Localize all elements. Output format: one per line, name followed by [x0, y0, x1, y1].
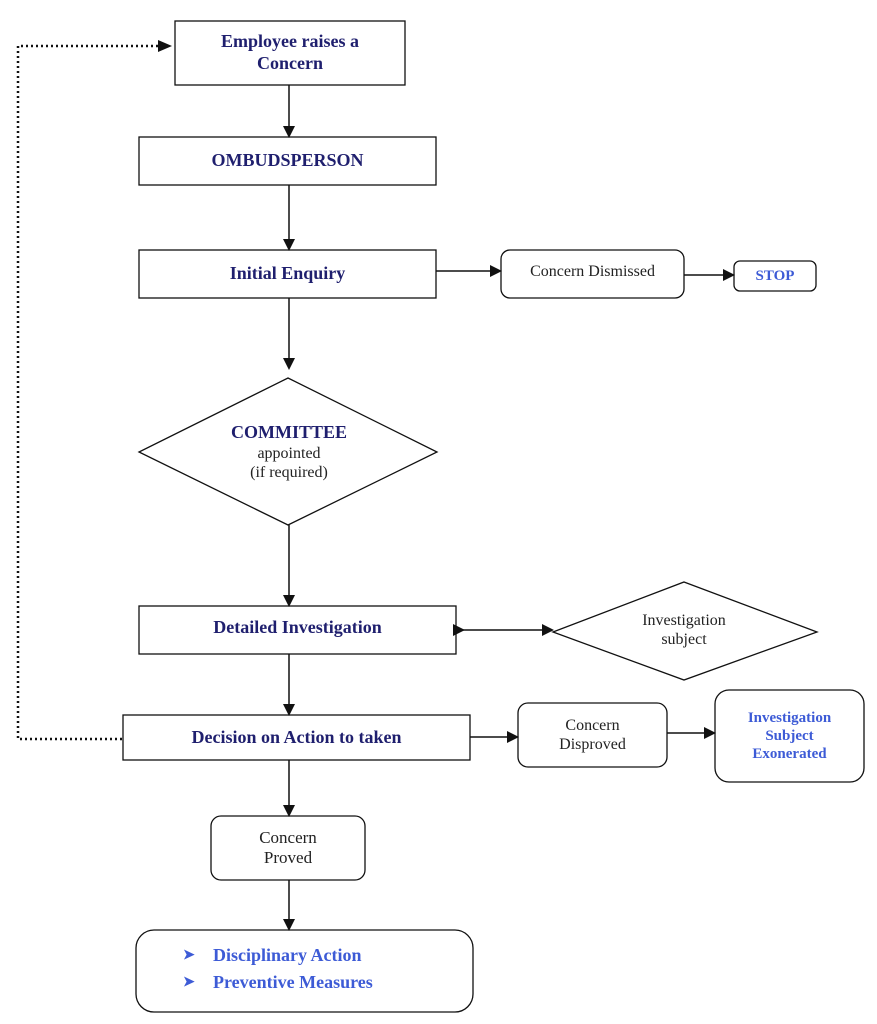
outcome-preventive-measures: Preventive Measures	[213, 972, 373, 992]
arrow-bullet-icon: ➤	[183, 948, 195, 963]
employee-label-line1: Employee raises a	[221, 31, 359, 52]
ombudsperson-label: OMBUDSPERSON	[211, 150, 364, 171]
decision-label: Decision on Action to taken	[191, 726, 402, 747]
outcome-item: ➤ Preventive Measures	[183, 969, 373, 996]
exonerated-label: Investigation Subject Exonerated	[715, 690, 864, 782]
exonerated-line1: Investigation	[747, 710, 832, 726]
outcomes-box	[135, 929, 474, 1013]
committee-label-line2: appointed	[257, 444, 321, 462]
investigation-subject-diamond	[551, 581, 819, 681]
exonerated-line2: Subject	[765, 728, 814, 744]
committee-diamond	[137, 377, 439, 526]
employee-label-line2: Concern	[257, 53, 323, 73]
dotted-feedback-loop	[16, 44, 168, 741]
concern-dismissed-label: Concern Dismissed	[530, 263, 655, 281]
concern-proved-line1: Concern	[259, 827, 317, 847]
concern-proved-label: Concern Proved	[211, 816, 365, 880]
committee-label-line1: COMMITTEE	[230, 422, 347, 443]
investigation-subject-line2: subject	[661, 631, 707, 648]
exonerated-line3: Exonerated	[752, 746, 827, 762]
ombudsperson-box	[138, 136, 437, 186]
initial-enquiry-label: Initial Enquiry	[229, 263, 346, 284]
detailed-investigation-label: Detailed Investigation	[213, 617, 382, 638]
decision-box	[122, 714, 471, 761]
concern-disproved-label: Concern Disproved	[518, 703, 667, 767]
outcome-disciplinary-action: Disciplinary Action	[213, 945, 362, 965]
committee-label-line3: (if required)	[250, 463, 328, 481]
investigation-subject-line1: Investigation	[642, 611, 726, 629]
employee-raises-concern-box	[174, 20, 406, 86]
outcomes-list: ➤ Disciplinary Action ➤ Preventive Measu…	[183, 942, 373, 996]
stop-label: STOP	[755, 268, 795, 284]
outcome-item: ➤ Disciplinary Action	[183, 942, 373, 969]
employee-raises-concern-label: Employee raises a Concern	[175, 21, 405, 85]
concern-disproved-line2: Disproved	[559, 736, 626, 753]
investigation-subject-label: Investigation subject	[604, 605, 764, 655]
dotted-feedback-arrowhead	[158, 40, 172, 52]
committee-label: COMMITTEE appointed (if required)	[189, 418, 389, 486]
concern-proved-line2: Proved	[263, 848, 313, 867]
concern-disproved-line1: Concern	[565, 716, 620, 734]
arrow-bullet-icon: ➤	[183, 975, 195, 990]
